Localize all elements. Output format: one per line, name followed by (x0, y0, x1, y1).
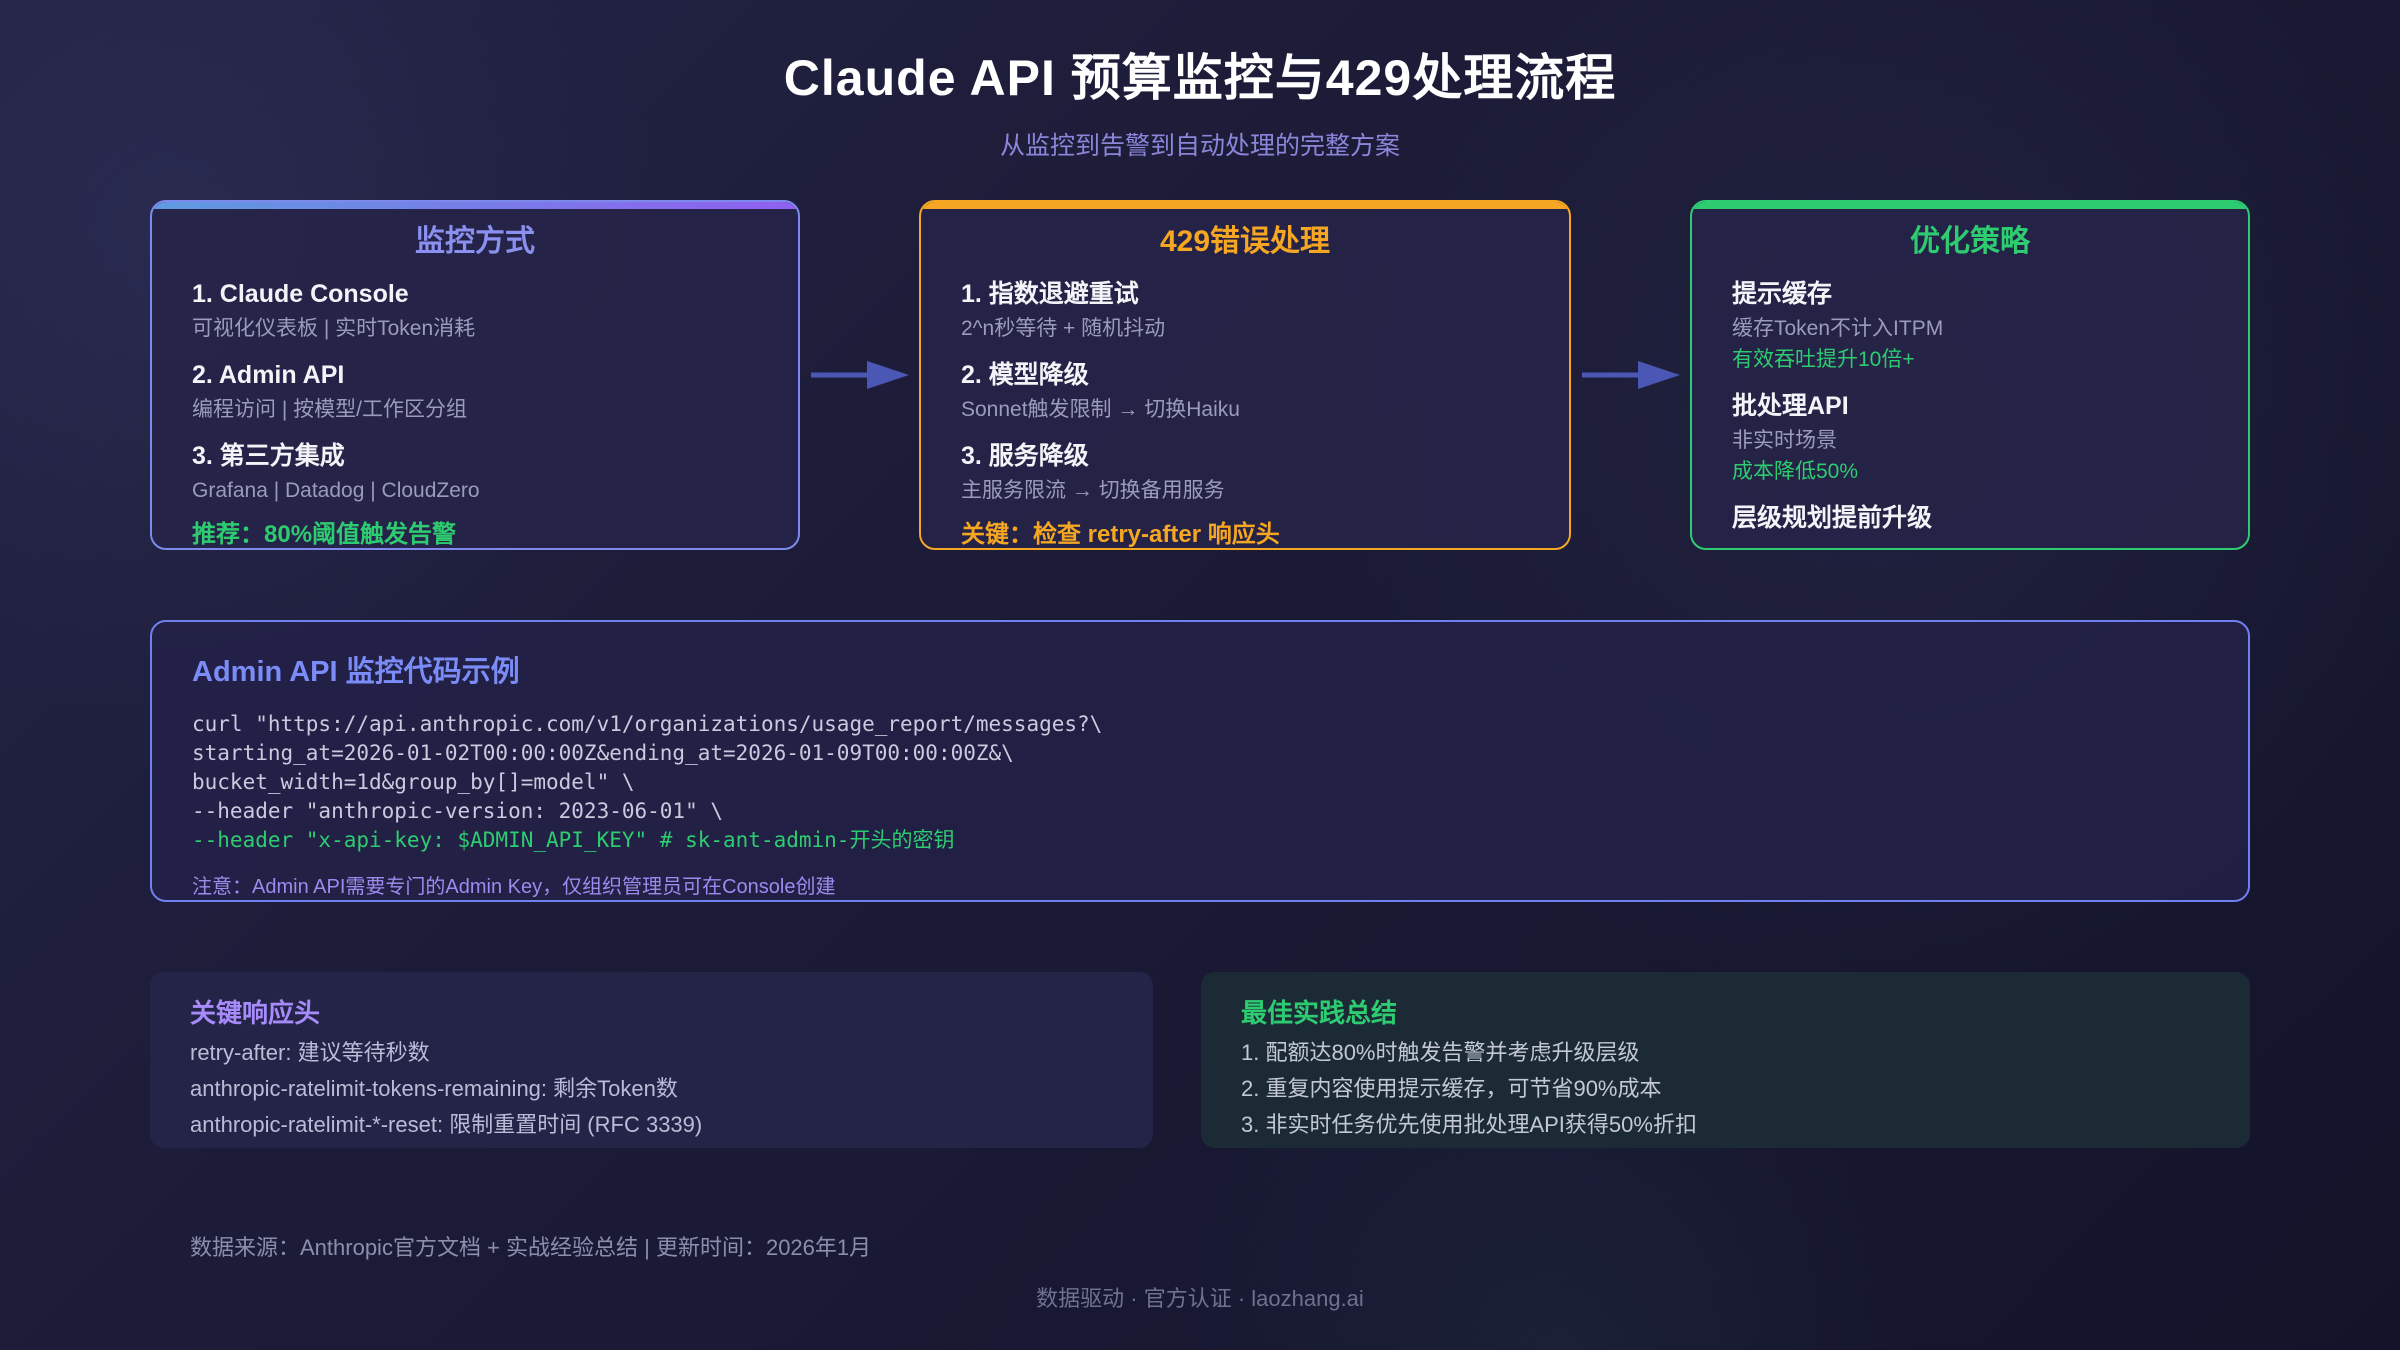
response-headers-panel: 关键响应头 retry-after: 建议等待秒数 anthropic-rate… (150, 972, 1153, 1148)
code-line: --header "x-api-key: $ADMIN_API_KEY" # s… (192, 828, 955, 852)
response-header-line: retry-after: 建议等待秒数 (190, 1040, 430, 1065)
card-item-heading: 提示缓存 (1732, 280, 1833, 308)
card-item: 2. 模型降级 Sonnet触发限制 → 切换Haiku (961, 361, 1529, 422)
card-item-sub: 编程访问 | 按模型/工作区分组 (192, 398, 467, 421)
card-accent-bar (1692, 202, 2248, 209)
card-item-heading: 层级规划提前升级 (1732, 504, 1933, 532)
card-body: 1. 指数退避重试 2^n秒等待 + 随机抖动 2. 模型降级 Sonnet触发… (921, 280, 1569, 503)
code-panel-title: Admin API 监控代码示例 (192, 656, 520, 688)
response-headers-title: 关键响应头 (190, 998, 321, 1028)
best-practice-line: 3. 非实时任务优先使用批处理API获得50%折扣 (1241, 1112, 1697, 1137)
code-line: curl "https://api.anthropic.com/v1/organ… (192, 712, 1103, 736)
best-practice-line: 2. 重复内容使用提示缓存，可节省90%成本 (1241, 1076, 1662, 1101)
card-item-heading: 2. Admin API (192, 361, 345, 389)
code-note: 注意：Admin API需要专门的Admin Key，仅组织管理员可在Conso… (192, 876, 836, 898)
card-429-error-handling: 429错误处理 1. 指数退避重试 2^n秒等待 + 随机抖动 2. 模型降级 … (919, 200, 1571, 550)
card-item-sub: 缓存Token不计入ITPM (1732, 317, 1944, 340)
best-practices-list: 1. 配额达80%时触发告警并考虑升级层级 2. 重复内容使用提示缓存，可节省9… (1241, 1041, 2210, 1136)
best-practices-panel: 最佳实践总结 1. 配额达80%时触发告警并考虑升级层级 2. 重复内容使用提示… (1201, 972, 2250, 1148)
card-item-sub: 2^n秒等待 + 随机抖动 (961, 317, 1166, 340)
page-header: Claude API 预算监控与429处理流程 从监控到告警到自动处理的完整方案 (0, 0, 2400, 162)
page-title: Claude API 预算监控与429处理流程 (783, 50, 1617, 106)
card-item-highlight: 有效吞吐提升10倍+ (1732, 348, 1915, 371)
arrow-right-icon (810, 361, 909, 389)
code-block: curl "https://api.anthropic.com/v1/organ… (192, 710, 2208, 855)
card-item-heading: 1. 指数退避重试 (961, 280, 1139, 308)
page-subtitle: 从监控到告警到自动处理的完整方案 (999, 132, 1400, 160)
card-footnote: 关键：检查 retry-after 响应头 (961, 521, 1280, 548)
card-item: 3. 服务降级 主服务限流 → 切换备用服务 (961, 442, 1529, 503)
top-cards-row: 监控方式 1. Claude Console 可视化仪表板 | 实时Token消… (150, 200, 2250, 550)
best-practices-title: 最佳实践总结 (1241, 998, 1398, 1028)
response-headers-list: retry-after: 建议等待秒数 anthropic-ratelimit-… (190, 1041, 1113, 1136)
card-item-sub: Sonnet触发限制 → 切换Haiku (961, 398, 1240, 421)
card-item-heading: 批处理API (1732, 392, 1849, 420)
card-item: 2. Admin API 编程访问 | 按模型/工作区分组 (192, 361, 758, 422)
card-item-heading: 1. Claude Console (192, 280, 409, 308)
card-item-heading: 2. 模型降级 (961, 361, 1089, 389)
code-line: starting_at=2026-01-02T00:00:00Z&ending_… (192, 741, 1014, 765)
card-accent-bar (152, 202, 798, 209)
bottom-panels-row: 关键响应头 retry-after: 建议等待秒数 anthropic-rate… (150, 972, 2250, 1148)
card-accent-bar (921, 202, 1569, 209)
card-item-heading: 3. 第三方集成 (192, 442, 345, 470)
arrow-right-icon (1581, 361, 1680, 389)
card-title: 监控方式 (415, 225, 535, 258)
card-monitoring-methods: 监控方式 1. Claude Console 可视化仪表板 | 实时Token消… (150, 200, 800, 550)
card-item: 提示缓存 缓存Token不计入ITPM 有效吞吐提升10倍+ (1732, 280, 2208, 372)
brand-line: 数据驱动 · 官方认证 · laozhang.ai (1036, 1286, 1364, 1311)
code-example-panel: Admin API 监控代码示例 curl "https://api.anthr… (150, 620, 2250, 902)
card-footnote: 推荐：80%阈值触发告警 (192, 521, 457, 548)
card-optimization-strategies: 优化策略 提示缓存 缓存Token不计入ITPM 有效吞吐提升10倍+ 批处理A… (1690, 200, 2250, 550)
card-item: 批处理API 非实时场景 成本降低50% (1732, 392, 2208, 484)
card-item: 层级规划提前升级 (1732, 504, 2208, 533)
flow-arrow (1571, 200, 1690, 550)
card-body: 提示缓存 缓存Token不计入ITPM 有效吞吐提升10倍+ 批处理API 非实… (1692, 280, 2248, 533)
card-item-highlight: 成本降低50% (1732, 460, 1859, 483)
code-line: --header "anthropic-version: 2023-06-01"… (192, 799, 724, 823)
card-item-sub: 非实时场景 (1732, 429, 1837, 452)
card-title: 优化策略 (1910, 225, 2030, 258)
card-body: 1. Claude Console 可视化仪表板 | 实时Token消耗 2. … (152, 280, 798, 503)
card-item-sub: 主服务限流 → 切换备用服务 (961, 479, 1225, 502)
card-item: 3. 第三方集成 Grafana | Datadog | CloudZero (192, 442, 758, 503)
best-practice-line: 1. 配额达80%时触发告警并考虑升级层级 (1241, 1040, 1640, 1065)
response-header-line: anthropic-ratelimit-tokens-remaining: 剩余… (190, 1076, 678, 1101)
flow-arrow (800, 200, 919, 550)
card-item: 1. 指数退避重试 2^n秒等待 + 随机抖动 (961, 280, 1529, 341)
card-item-sub: 可视化仪表板 | 实时Token消耗 (192, 317, 476, 340)
code-line: bucket_width=1d&group_by[]=model" \ (192, 770, 635, 794)
response-header-line: anthropic-ratelimit-*-reset: 限制重置时间 (RFC… (190, 1112, 703, 1137)
data-source-line: 数据来源：Anthropic官方文档 + 实战经验总结 | 更新时间：2026年… (190, 1235, 872, 1260)
card-item-sub: Grafana | Datadog | CloudZero (192, 479, 480, 502)
card-item: 1. Claude Console 可视化仪表板 | 实时Token消耗 (192, 280, 758, 341)
card-item-heading: 3. 服务降级 (961, 442, 1089, 470)
card-title: 429错误处理 (1159, 225, 1331, 258)
